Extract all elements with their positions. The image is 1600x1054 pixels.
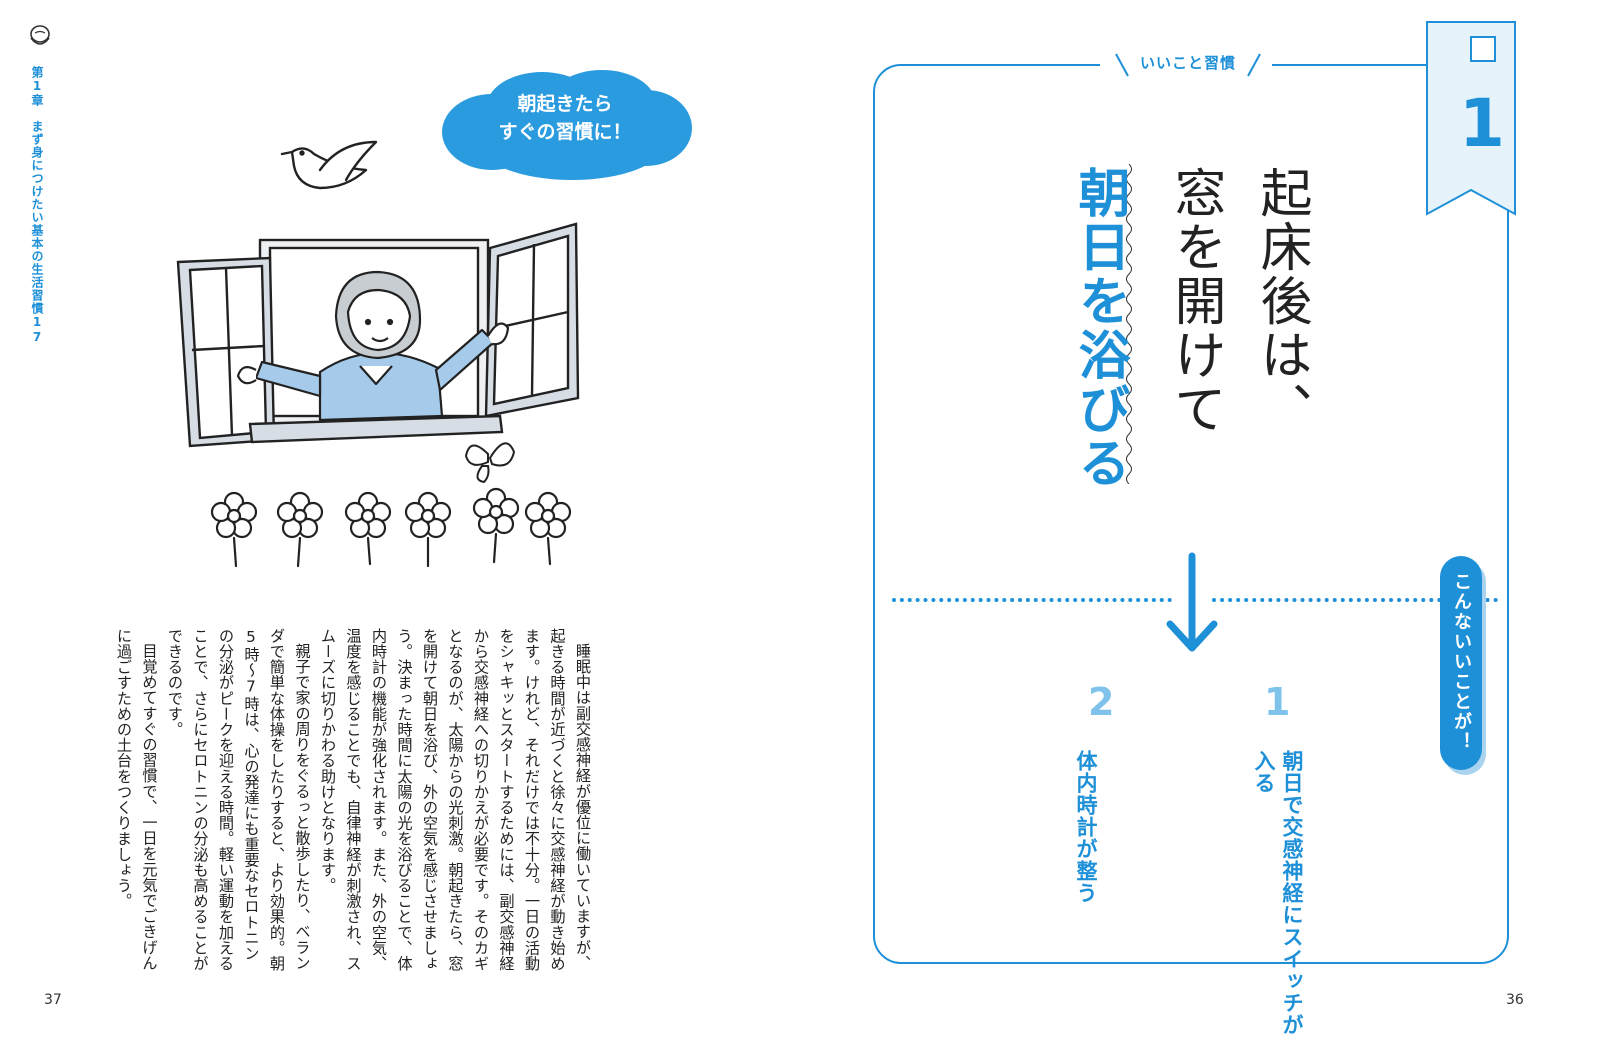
body-paragraph-2: 親子で家の周りをぐるっと散歩したり、ベランダで簡単な体操をしたりすると、より効果… <box>165 628 312 972</box>
chapter-label: 第1章 まず身につけたい基本の生活習慣17 <box>30 66 44 345</box>
benefit-number-1: 1 <box>1264 680 1291 724</box>
page-number-left: 37 <box>44 992 62 1008</box>
good-points-label: こんないいことが！ <box>1451 572 1472 752</box>
page-number-right: 36 <box>1506 992 1524 1008</box>
title-line-3: 朝日を浴びる <box>1069 166 1129 490</box>
checkbox-icon <box>1470 36 1496 62</box>
section-label: いいこと習慣 <box>1139 54 1236 72</box>
body-paragraph-1: 睡眠中は副交感神経が優位に働いていますが、起きる時間が近づくと徐々に交感神経が動… <box>318 628 592 972</box>
bird-icon <box>280 140 378 190</box>
girl-figure <box>236 270 510 422</box>
speech-cloud <box>442 70 692 180</box>
body-paragraph-3: 目覚めてすぐの習慣で、一日を元気でごきげんに過ごすための土台をつくりましょう。 <box>114 628 159 971</box>
arrow-down-icon <box>1166 552 1218 652</box>
habit-number-ribbon <box>1426 21 1516 216</box>
habit-number: 1 <box>1459 85 1505 162</box>
dotted-divider-right <box>1212 598 1498 602</box>
butterfly-icon <box>464 442 516 484</box>
section-label-bg <box>1100 50 1272 80</box>
body-text: 睡眠中は副交感神経が優位に働いていますが、起きる時間が近づくと徐々に交感神経が動… <box>110 628 595 973</box>
flowers-row <box>210 487 572 568</box>
cloud-line-2: すぐの習慣に！ <box>498 121 632 143</box>
benefit-number-2: 2 <box>1088 680 1115 724</box>
benefit-text-2: 体内時計が整う <box>1074 750 1098 904</box>
wavy-divider <box>1126 164 1132 484</box>
cloud-line-1: 朝起きたら <box>517 93 613 115</box>
cloud-caption: 朝起きたら すぐの習慣に！ <box>470 90 660 146</box>
window-girl-illustration <box>176 140 580 568</box>
title-line-1: 起床後は、 <box>1251 166 1311 436</box>
good-points-badge <box>1440 556 1482 770</box>
window-frame <box>176 222 580 448</box>
dotted-divider-left <box>892 598 1172 602</box>
title-line-2: 窓を開けて <box>1165 166 1225 436</box>
benefit-text-1: 朝日で交感神経にスイッチが入る <box>1252 750 1304 1036</box>
rice-bowl-icon <box>30 25 50 45</box>
label-slashes <box>1115 53 1261 77</box>
